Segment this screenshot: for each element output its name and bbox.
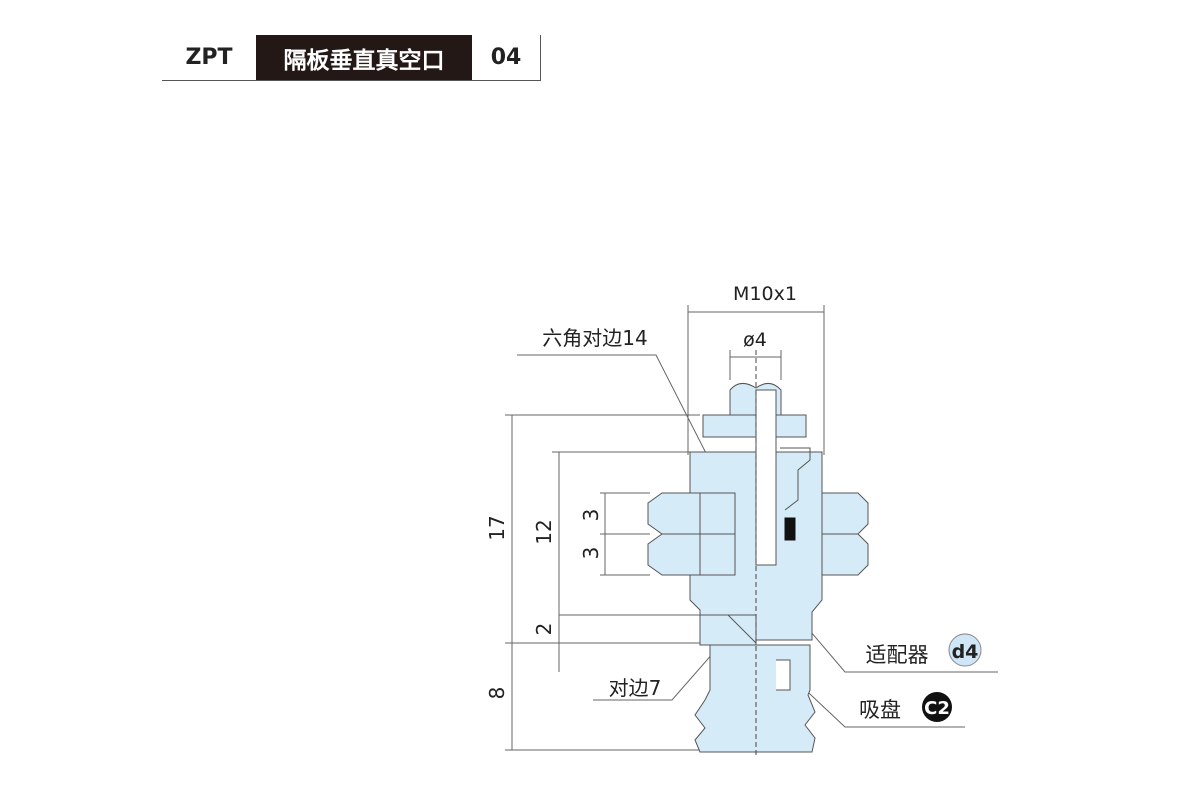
flat-width-label: 对边7 (609, 676, 662, 700)
fitting-body (647, 383, 869, 753)
header-divider (540, 35, 541, 81)
pad-label: 吸盘 (859, 698, 901, 722)
dim-neck: 2 (532, 623, 556, 636)
adapter-badge-text: d4 (952, 641, 979, 663)
pad-badge (922, 692, 952, 722)
dim-body: 12 (532, 519, 556, 544)
port-diameter-label: ø4 (743, 329, 767, 351)
dim-nut-1: 3 (579, 509, 603, 522)
thread-label: M10x1 (733, 283, 797, 305)
pad-badge-text: C2 (924, 698, 950, 719)
product-title: 隔板垂直真空口 (256, 35, 472, 80)
header-underline (162, 80, 541, 81)
adapter-badge (948, 633, 982, 667)
dim-nut-2: 3 (579, 547, 603, 560)
hex-width-label: 六角对边14 (542, 326, 647, 350)
dim-total: 17 (485, 515, 509, 540)
series-code: ZPT (185, 45, 233, 70)
adapter-label: 适配器 (866, 643, 929, 667)
dim-pad: 8 (485, 687, 509, 700)
size-code: 04 (490, 45, 522, 70)
